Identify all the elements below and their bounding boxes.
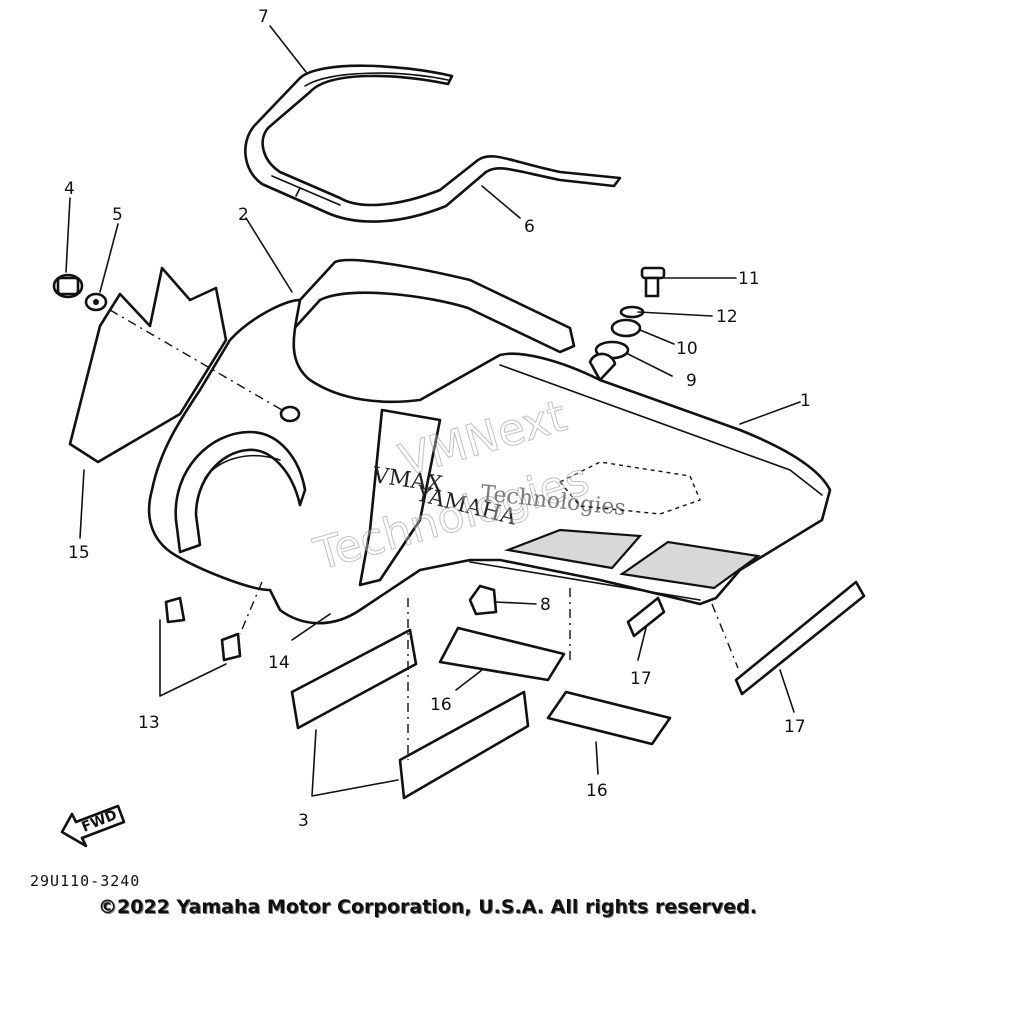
- callout-4: 4: [64, 179, 75, 199]
- lens-16-lower: [546, 690, 672, 746]
- callout-17-long: 17: [784, 717, 806, 737]
- headlight-opening-left: [503, 528, 643, 570]
- trim-17-long: [734, 580, 866, 696]
- weatherstrip-3-lower: [398, 690, 530, 800]
- weatherstrip-3-upper: [290, 628, 418, 730]
- callout-8: 8: [540, 595, 551, 615]
- damper-13-upper: [164, 596, 186, 624]
- callout-6: 6: [524, 217, 535, 237]
- handle-bar-part: [244, 64, 622, 223]
- fastener-leader-line: [109, 309, 283, 411]
- callout-2: 2: [238, 205, 249, 225]
- leader-lines: [65, 25, 801, 797]
- bolt-4-part: [52, 273, 84, 299]
- callout-1: 1: [800, 391, 811, 411]
- hood-side-panel: [358, 408, 442, 587]
- callout-10: 10: [676, 339, 698, 359]
- hood-body-part: VMAX YAMAHA: [147, 298, 832, 625]
- clip-8-part: [468, 584, 498, 616]
- callout-7: 7: [258, 7, 269, 27]
- trim-17-short: [626, 596, 666, 638]
- bracket-9-part: [588, 352, 617, 382]
- washer-5-part: [84, 292, 108, 312]
- grommet-hole: [279, 405, 301, 423]
- callout-12: 12: [716, 307, 738, 327]
- callout-16-upper: 16: [430, 695, 452, 715]
- callout-11: 11: [738, 269, 760, 289]
- damper-13-lower: [220, 632, 242, 662]
- diagram-code: 29U110-3240: [30, 872, 141, 890]
- callout-14: 14: [268, 653, 290, 673]
- callout-17-short: 17: [630, 669, 652, 689]
- callout-labels: 7 6 2 4 5 11 12 10 9 1 8 15 14 13 3 16 1…: [64, 7, 811, 831]
- callout-16-lower: 16: [586, 781, 608, 801]
- side-panel-part: [68, 266, 228, 464]
- callout-3: 3: [298, 811, 309, 831]
- callout-15: 15: [68, 543, 90, 563]
- callout-5: 5: [112, 205, 123, 225]
- callout-9: 9: [686, 371, 697, 391]
- bolt-11-part: [640, 266, 666, 298]
- forward-arrow-icon: FWD: [60, 804, 126, 848]
- callout-13: 13: [138, 713, 160, 733]
- headlight-opening-right: [619, 540, 761, 590]
- copyright-notice: ©2022 Yamaha Motor Corporation, U.S.A. A…: [98, 896, 757, 918]
- lens-16-upper: [438, 626, 566, 682]
- nut-10-part: [610, 318, 642, 338]
